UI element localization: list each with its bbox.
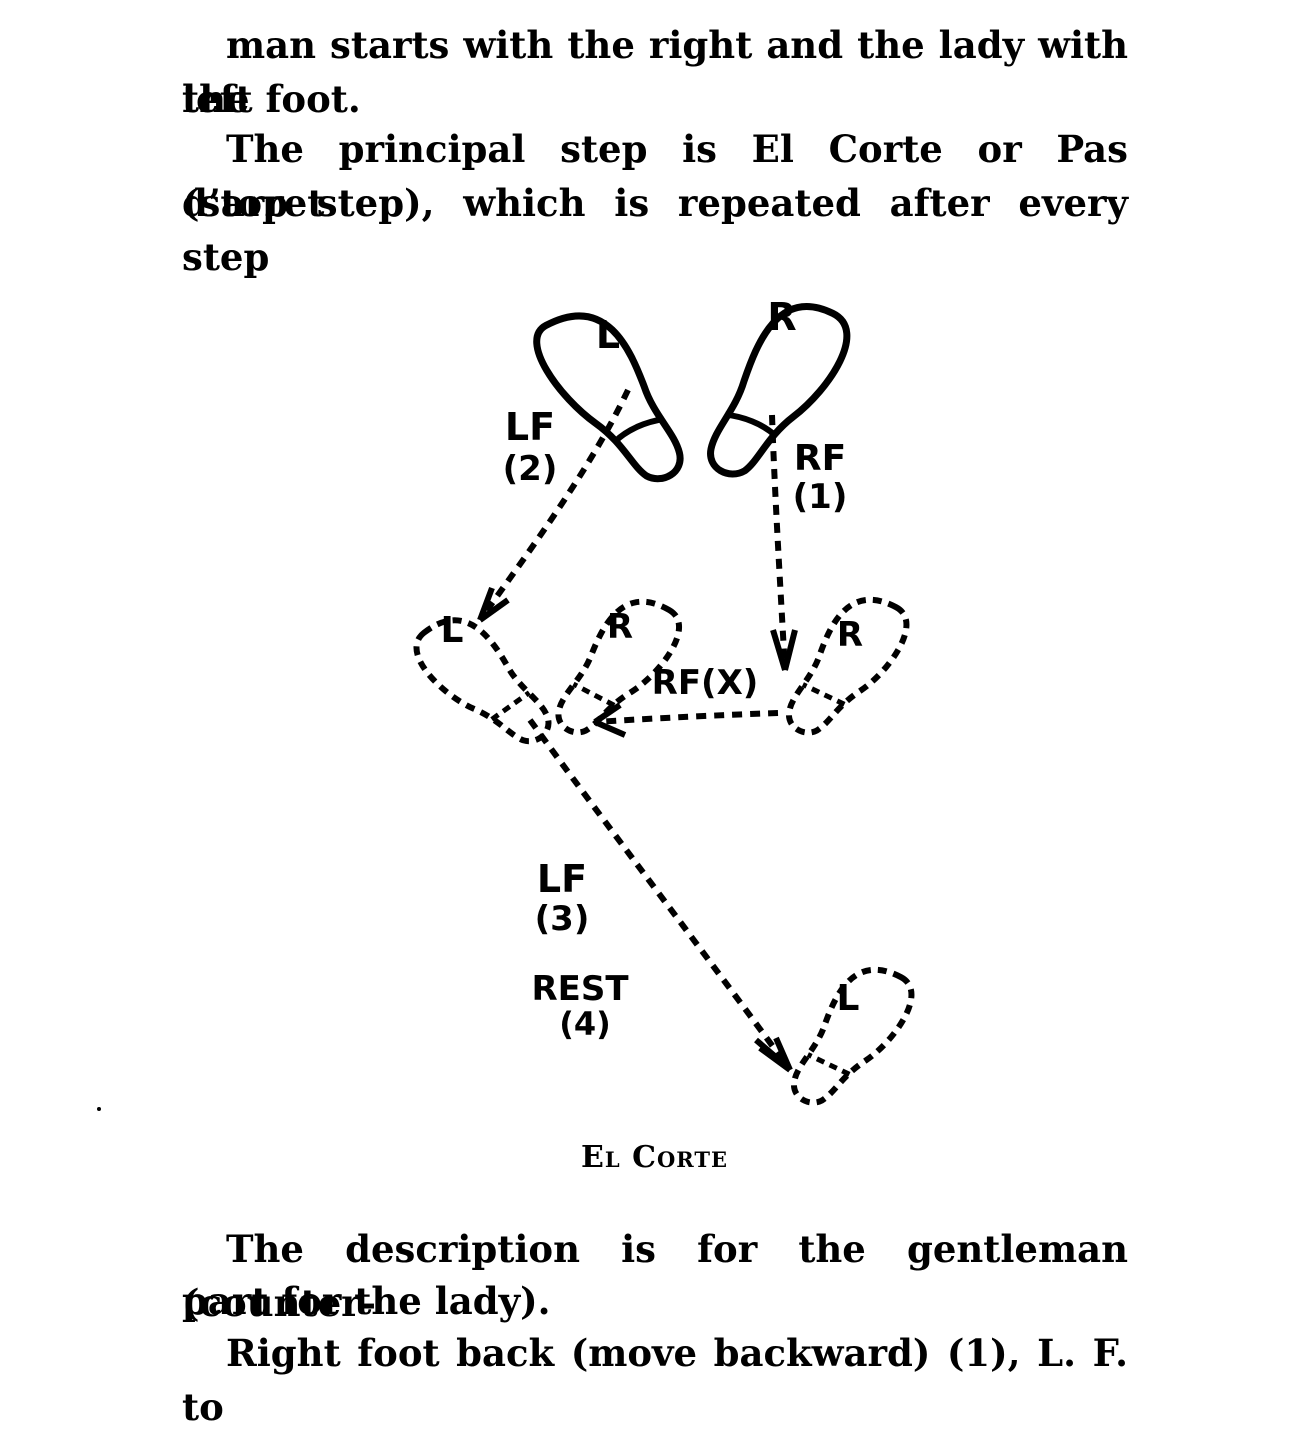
paragraph-line: part for the lady). — [182, 1279, 551, 1323]
foot-label: R — [767, 295, 796, 339]
foot-label: L — [837, 978, 860, 1019]
step-label: LF — [537, 857, 587, 901]
paragraph-line: The description is for the gentleman (co… — [182, 1227, 1128, 1325]
bottom-left-footprint — [790, 966, 915, 1106]
foot-label: R — [837, 615, 863, 655]
step-label: RF(X) — [652, 663, 759, 703]
step-label: (4) — [559, 1005, 611, 1043]
step-label: LF — [505, 405, 555, 449]
top-left-footprint — [533, 312, 684, 483]
paragraph-line: (stop step), which is repeated after eve… — [182, 181, 1128, 279]
el-corte-diagram: L R LF (2) RF (1) L R R RF(X) — [413, 295, 915, 1106]
step-label: (3) — [535, 899, 590, 939]
paragraph-line: The principal step is El Corte or Pas d’… — [182, 127, 1128, 225]
mid-cross-footprint — [555, 598, 683, 736]
paragraph-line: man starts with the right and the lady w… — [182, 23, 1128, 121]
foot-label: L — [441, 610, 464, 651]
paragraph-line: Right foot back (move backward) (1), L. … — [182, 1331, 1128, 1429]
step-label: (1) — [793, 477, 848, 517]
top-right-footprint — [707, 303, 851, 478]
step-label: RF — [794, 438, 846, 479]
step-label: REST — [531, 969, 629, 1009]
book-page: man starts with the right and the lady w… — [97, 23, 1128, 1429]
print-speck — [97, 1107, 101, 1111]
foot-label: R — [607, 607, 633, 647]
paragraph-line: left foot. — [182, 77, 361, 121]
foot-label: L — [596, 313, 620, 357]
figure-caption: El Corte — [581, 1140, 728, 1175]
mid-right-footprint — [785, 596, 910, 736]
step-label: (2) — [503, 449, 558, 489]
mid-left-footprint — [413, 617, 552, 745]
